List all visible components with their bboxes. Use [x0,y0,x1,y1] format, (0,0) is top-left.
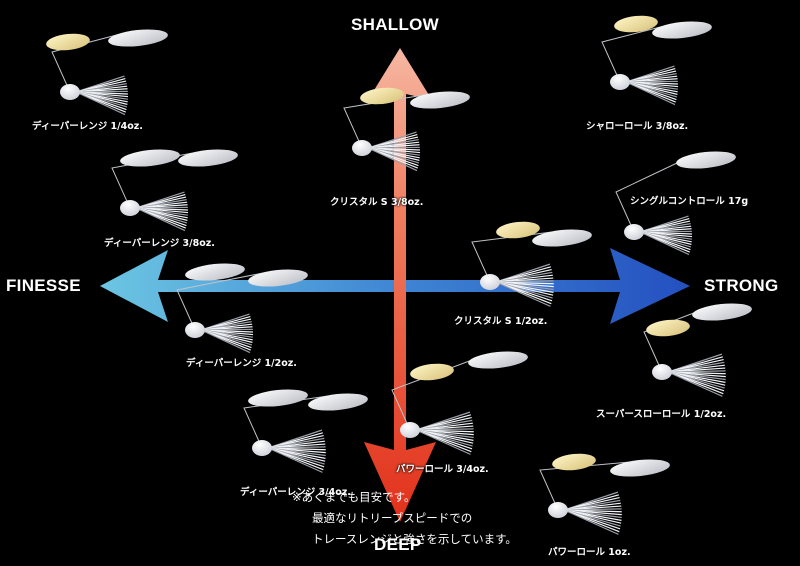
spinnerbait-illustration [111,149,238,232]
footnote: ※あくまでも目安です。 最適なリトリーブスピードでの トレースレンジと強さを示し… [292,487,517,550]
lure-label: パワーロール 3/4oz. [396,464,489,475]
lure-label: クリスタル S 1/2oz. [454,316,548,327]
axis-label-shallow: SHALLOW [351,15,440,34]
lure-label: ディーパーレンジ 1/2oz. [186,358,297,369]
lure-label: ディーパーレンジ 1/4oz. [32,121,143,132]
axis-label-finesse: FINESSE [6,276,81,295]
spinnerbait-illustration [539,453,670,535]
lure-label: シャローロール 3/8oz. [586,121,689,132]
spinnerbait-illustration [615,151,736,256]
axis-label-strong: STRONG [704,276,779,295]
spinnerbait-illustration [391,351,528,455]
spinnerbait-illustration [243,389,368,473]
axis-label-deep: DEEP [374,535,422,554]
lure-label: シングルコントロール 17g [630,196,749,207]
footnote-line: トレースレンジと強さを示しています。 [312,532,517,546]
spinnerbait-illustration [471,221,592,307]
lure-label: ディーパーレンジ 3/8oz. [104,238,215,249]
footnote-line: ※あくまでも目安です。 [292,490,416,504]
lure-label: ディーパーレンジ 3/4oz. [240,487,351,498]
lure-label: クリスタル S 3/8oz. [330,197,424,208]
spinnerbait-illustration [601,15,712,106]
lure-label: パワーロール 1oz. [548,547,631,558]
footnote-line: 最適なリトリーブスピードでの [312,511,473,525]
lure-label: スーパースローロール 1/2oz. [596,409,727,420]
spinnerbait-illustration [46,29,168,116]
spinnerbait-illustration [176,263,308,354]
spinnerbait-illustration [343,87,470,172]
vertical-arrow [364,48,436,522]
spinnerbait-illustration [643,303,752,397]
